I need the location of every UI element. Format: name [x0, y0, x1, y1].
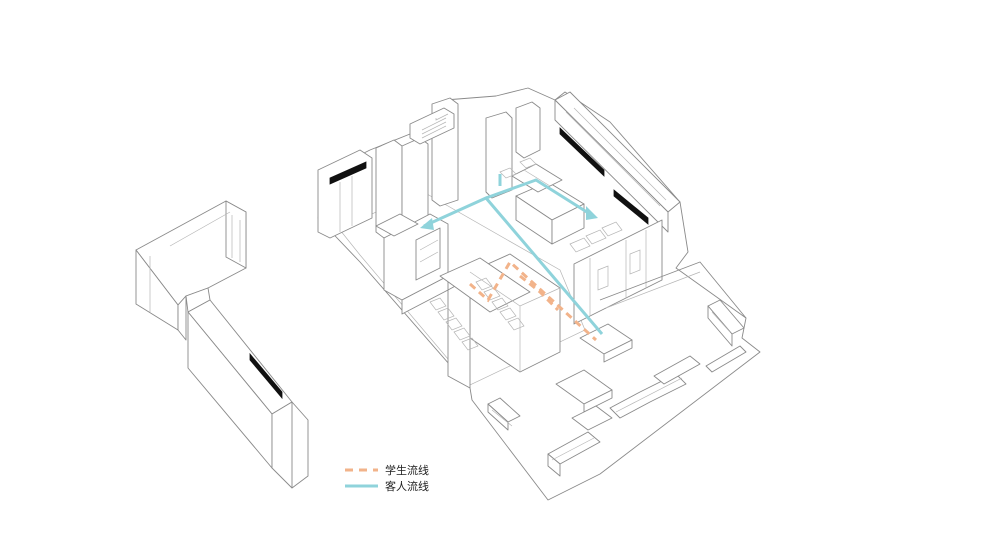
guest-flow-label: 客人流线: [385, 479, 429, 493]
detached-wing: [135, 200, 309, 489]
student-flow-label: 学生流线: [385, 463, 429, 477]
meeting-chairs: [429, 277, 525, 351]
chairs-back: [499, 157, 623, 253]
terrace-furniture: [487, 299, 747, 477]
main-building: [317, 87, 761, 501]
student-flow-path: [469, 259, 598, 342]
brick-texture: [421, 117, 447, 139]
guest-flow-path: [420, 174, 604, 335]
legend: 学生流线 客人流线: [345, 463, 429, 493]
